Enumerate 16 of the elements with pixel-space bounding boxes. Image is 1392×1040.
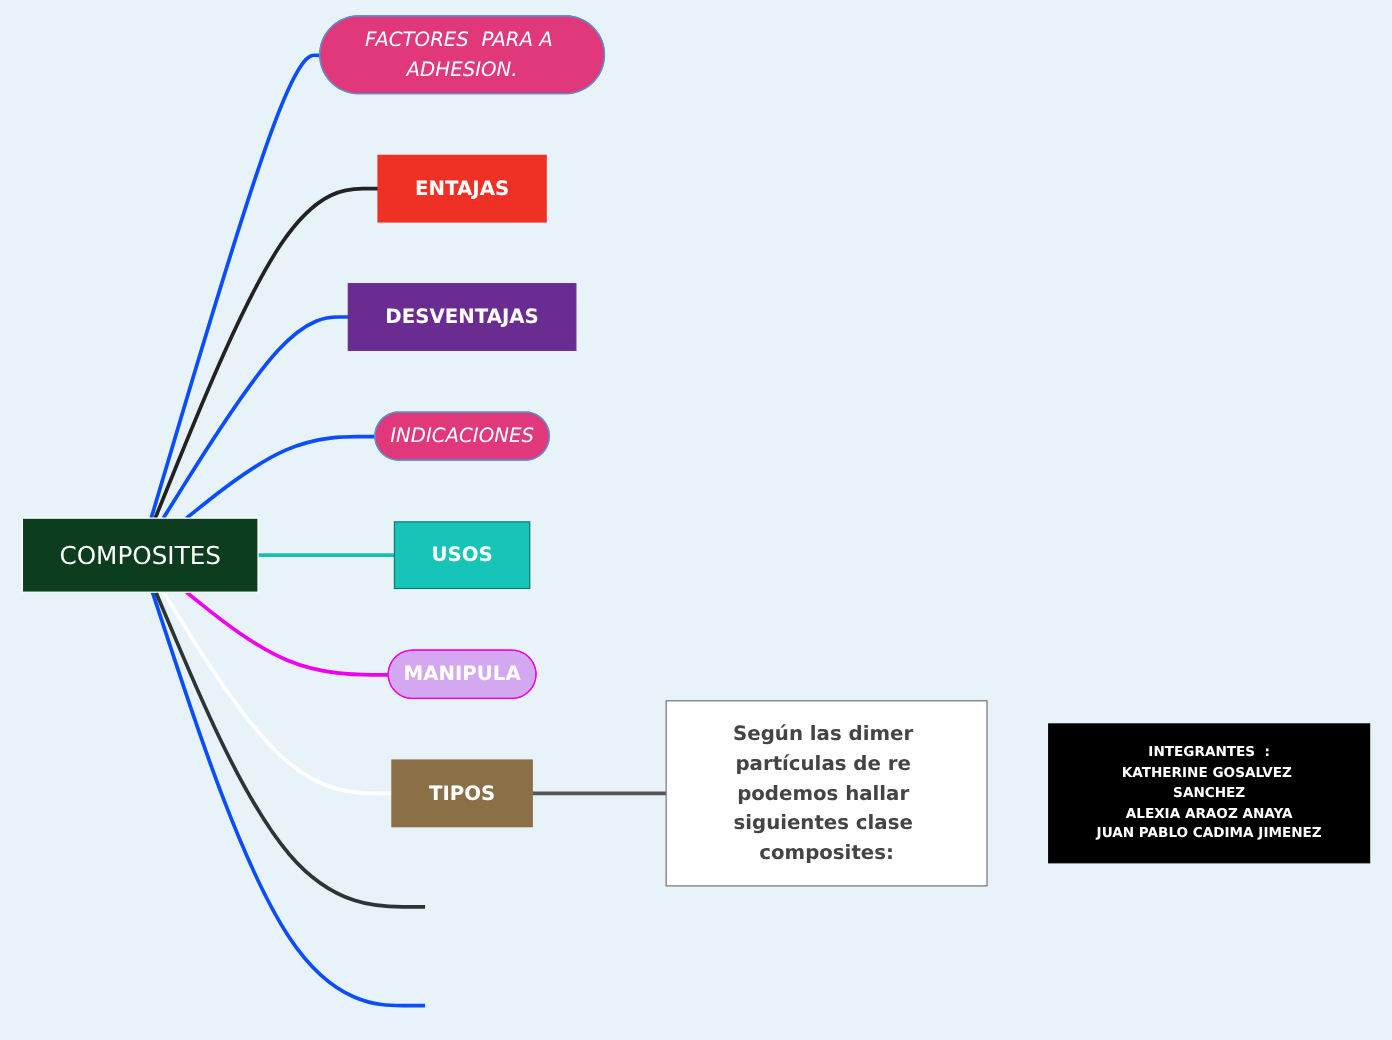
connector (185, 590, 389, 677)
connector (532, 791, 667, 796)
node-box: COMPOSITES (21, 517, 259, 593)
connector (150, 591, 426, 1008)
connector (161, 591, 392, 796)
connector (153, 186, 379, 519)
node-box: Según las dimer partículas de re podemos hallar siguientes clase composites: (665, 700, 988, 887)
connector (161, 315, 349, 520)
node-box: USOS (393, 521, 531, 590)
node-box: ENTAJAS (377, 154, 547, 223)
connector (154, 591, 426, 909)
node-box: TIPOS (391, 759, 533, 828)
node-box: DESVENTAJAS (347, 283, 577, 351)
connector (185, 434, 376, 520)
connector (149, 53, 321, 519)
connector (258, 553, 395, 557)
